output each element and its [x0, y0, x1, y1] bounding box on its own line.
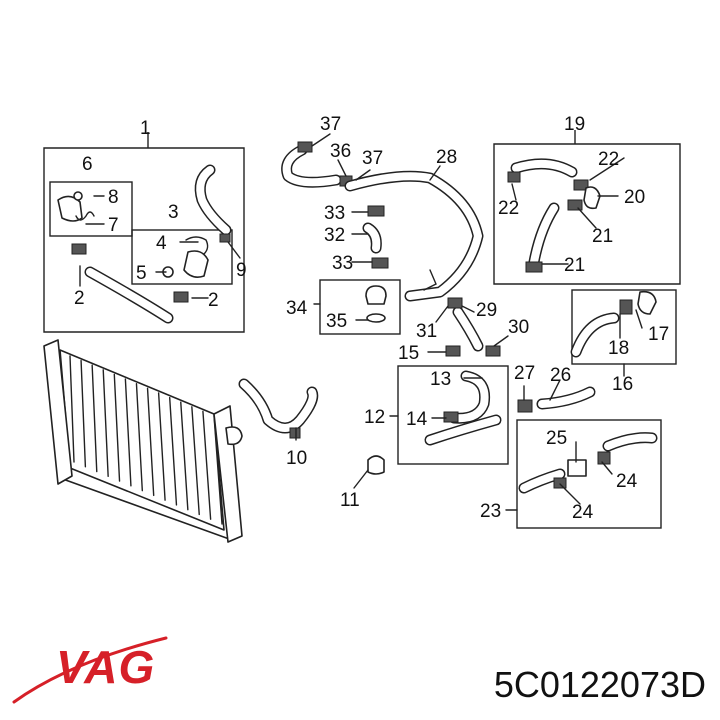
callout-7: 7 — [108, 215, 119, 236]
callout-27: 27 — [514, 363, 535, 384]
brand-logo-text: VAG — [56, 641, 156, 693]
radiator-fin — [146, 387, 155, 497]
callout-3: 3 — [168, 202, 179, 223]
radiator-fin — [113, 373, 121, 482]
callout-25: 25 — [546, 428, 567, 449]
callout-34: 34 — [286, 298, 308, 319]
radiator-fin — [102, 369, 109, 478]
callout-32: 32 — [324, 225, 345, 246]
callout-37: 37 — [320, 114, 341, 135]
callout-31: 31 — [416, 321, 437, 342]
callout-13: 13 — [430, 369, 451, 390]
callout-9: 9 — [236, 260, 247, 281]
callout-10: 10 — [286, 448, 307, 469]
callout-30: 30 — [508, 317, 529, 338]
part-number: 5C0122073D — [493, 664, 706, 705]
radiator-fin — [69, 355, 75, 463]
callout-24: 24 — [572, 502, 594, 523]
callout-23: 23 — [480, 501, 501, 522]
group-box-6 — [49, 181, 133, 237]
callout-18: 18 — [608, 338, 629, 359]
callout-15: 15 — [398, 343, 419, 364]
callout-12: 12 — [364, 407, 385, 428]
radiator-fin — [180, 401, 189, 511]
callout-6: 6 — [82, 154, 93, 175]
callout-21: 21 — [564, 255, 585, 276]
callout-4: 4 — [156, 233, 167, 254]
radiator-fin — [91, 364, 98, 473]
group-boxes — [43, 130, 681, 529]
radiator-fin — [213, 415, 223, 525]
group-box-12 — [397, 365, 509, 465]
callout-36: 36 — [330, 141, 351, 162]
callout-26: 26 — [550, 365, 571, 386]
callout-8: 8 — [108, 187, 119, 208]
radiator-fin — [135, 382, 144, 492]
hoses — [57, 141, 658, 494]
callout-11: 11 — [340, 490, 360, 511]
callout-33: 33 — [332, 253, 353, 274]
callout-22: 22 — [498, 198, 519, 219]
callout-1: 1 — [140, 118, 151, 139]
leader-lines — [79, 133, 643, 511]
callout-17: 17 — [648, 324, 669, 345]
vag-logo-swoosh — [12, 636, 168, 704]
callout-24: 24 — [616, 471, 638, 492]
group-box-23 — [516, 419, 662, 529]
callout-20: 20 — [624, 187, 645, 208]
callout-21: 21 — [592, 226, 613, 247]
callout-28: 28 — [436, 147, 457, 168]
group-box-1 — [43, 132, 245, 333]
radiator-fin — [80, 359, 87, 468]
callout-37: 37 — [362, 148, 383, 169]
group-box-34 — [319, 279, 401, 335]
radiator-fin — [191, 406, 200, 516]
group-box-19 — [493, 130, 681, 285]
callout-14: 14 — [406, 409, 428, 430]
callout-35: 35 — [326, 311, 347, 332]
callout-29: 29 — [476, 300, 497, 321]
callout-2: 2 — [208, 290, 219, 311]
callout-22: 22 — [598, 149, 619, 170]
callout-19: 19 — [564, 114, 585, 135]
radiator-fin — [157, 392, 166, 501]
group-box-3 — [131, 229, 233, 285]
callout-5: 5 — [136, 263, 147, 284]
callout-16: 16 — [612, 374, 633, 395]
radiator-illustration — [43, 339, 243, 543]
radiator-fin — [124, 378, 132, 487]
callout-33: 33 — [324, 203, 345, 224]
radiator-fin — [202, 410, 212, 520]
callout-labels: 1 2 2 3 4 5 6 7 8 9 10 11 12 13 14 15 16… — [74, 114, 669, 523]
callout-2: 2 — [74, 288, 85, 309]
radiator-fin — [168, 396, 178, 506]
